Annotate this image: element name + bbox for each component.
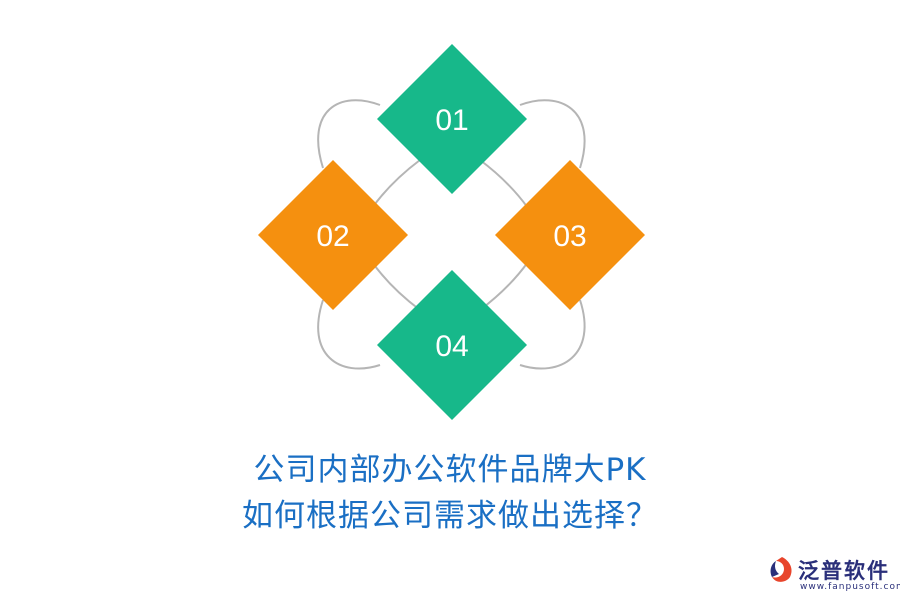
- diamond-03: 03: [495, 160, 645, 310]
- diamond-01: 01: [377, 44, 527, 194]
- diamond-cycle-diagram: 01 02 03 04: [258, 44, 645, 420]
- connector-inner-ring: [371, 159, 529, 311]
- logo-name: 泛普软件: [798, 559, 890, 583]
- fanpu-logo-icon: [770, 557, 792, 582]
- diamond-04: 04: [377, 270, 527, 420]
- diamond-02: 02: [258, 160, 408, 310]
- connector-arc-top: [317, 99, 381, 169]
- diamond-shape: [258, 160, 408, 310]
- diamond-shape: [377, 44, 527, 194]
- diamond-shape: [495, 160, 645, 310]
- diamond-label: 01: [435, 104, 468, 137]
- diamond-label: 04: [435, 330, 468, 363]
- connector-arc-bottom-right: [519, 299, 586, 370]
- page-title: 公司内部办公软件品牌大PK 如何根据公司需求做出选择？: [0, 447, 900, 539]
- connector-arc-bottom-left: [317, 299, 381, 370]
- title-line-1: 公司内部办公软件品牌大PK: [253, 452, 647, 488]
- connector-lines: [317, 99, 586, 370]
- logo-url: www.fanpusoft.com: [800, 582, 900, 592]
- connector-arc-top-right: [519, 99, 586, 169]
- diamond-label: 03: [553, 220, 586, 253]
- brand-logo: 泛普软件 www.fanpusoft.com: [768, 553, 900, 597]
- title-line-2: 如何根据公司需求做出选择？: [242, 498, 658, 534]
- diamond-shape: [377, 270, 527, 420]
- diamond-label: 02: [316, 220, 349, 253]
